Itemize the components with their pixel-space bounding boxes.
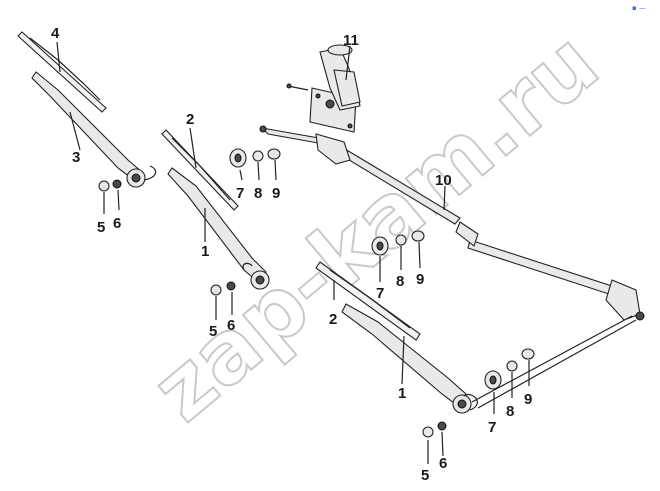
callout-9-middle: 9 — [416, 271, 424, 288]
callout-3: 3 — [72, 149, 80, 166]
hardware-set-upper — [98, 148, 281, 192]
callout-10: 10 — [435, 172, 452, 189]
callout-6-upper: 6 — [113, 215, 121, 232]
callout-1-upper: 1 — [201, 243, 209, 260]
callout-7-lower: 7 — [488, 419, 496, 436]
arm-3 — [31, 71, 157, 188]
watermark-text: zap-kam.ru — [134, 13, 617, 441]
callout-5-middle: 5 — [209, 323, 217, 340]
callout-8-lower: 8 — [506, 403, 514, 420]
linkage-rod-assembly — [259, 125, 645, 409]
callout-7-upper: 7 — [236, 185, 244, 202]
callout-11: 11 — [343, 32, 359, 49]
hardware-set-middle — [210, 230, 425, 296]
blade-2-lower — [315, 261, 421, 341]
blade-4 — [17, 31, 107, 113]
callout-2-upper: 2 — [186, 111, 194, 128]
callout-9-upper: 9 — [272, 185, 280, 202]
callout-4: 4 — [51, 25, 60, 42]
blade-2-upper — [161, 129, 239, 211]
callout-1-lower: 1 — [398, 385, 406, 402]
arm-1-lower — [341, 303, 478, 414]
callout-5-upper: 5 — [97, 219, 105, 236]
callout-8-middle: 8 — [396, 273, 404, 290]
callout-7-middle: 7 — [376, 285, 384, 302]
callout-9-lower: 9 — [524, 391, 532, 408]
corner-mark: ▪ — — [632, 4, 646, 12]
callout-6-middle: 6 — [227, 317, 235, 334]
callout-2-lower: 2 — [329, 311, 337, 328]
arm-1-upper — [167, 167, 270, 290]
callout-6-lower: 6 — [439, 455, 447, 472]
hardware-set-lower — [422, 348, 535, 438]
callout-labels: 1 1 2 2 3 4 5 5 5 6 6 6 7 7 7 8 8 8 9 9 … — [51, 25, 532, 484]
callout-8-upper: 8 — [254, 185, 262, 202]
leader-lines — [56, 41, 530, 464]
wiper-motor — [286, 44, 361, 133]
callout-5-lower: 5 — [421, 467, 429, 484]
